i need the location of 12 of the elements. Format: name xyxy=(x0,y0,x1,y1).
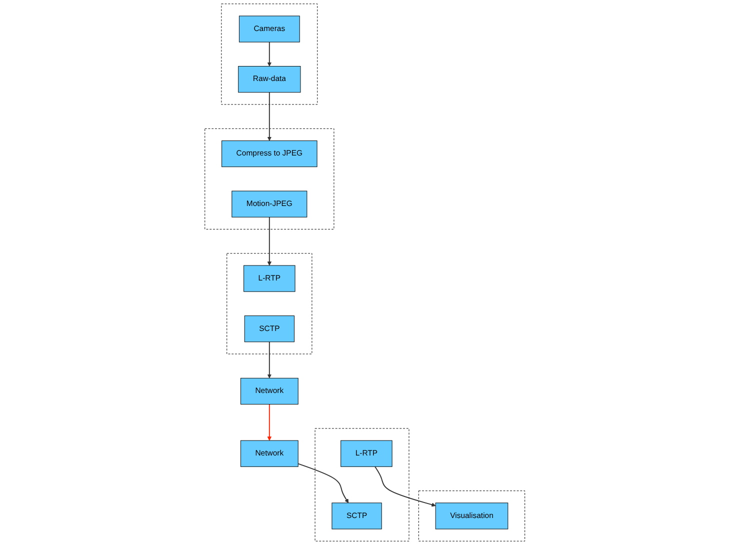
arrow xyxy=(266,216,272,266)
cluster xyxy=(418,490,525,542)
cluster xyxy=(226,253,312,354)
arrow xyxy=(374,466,436,507)
arrow xyxy=(266,42,272,66)
cluster xyxy=(314,428,409,542)
arrow xyxy=(266,404,272,441)
cluster xyxy=(220,4,318,105)
arrow xyxy=(297,463,348,504)
cluster xyxy=(204,128,334,230)
arrow xyxy=(266,92,272,141)
arrow xyxy=(266,341,272,378)
